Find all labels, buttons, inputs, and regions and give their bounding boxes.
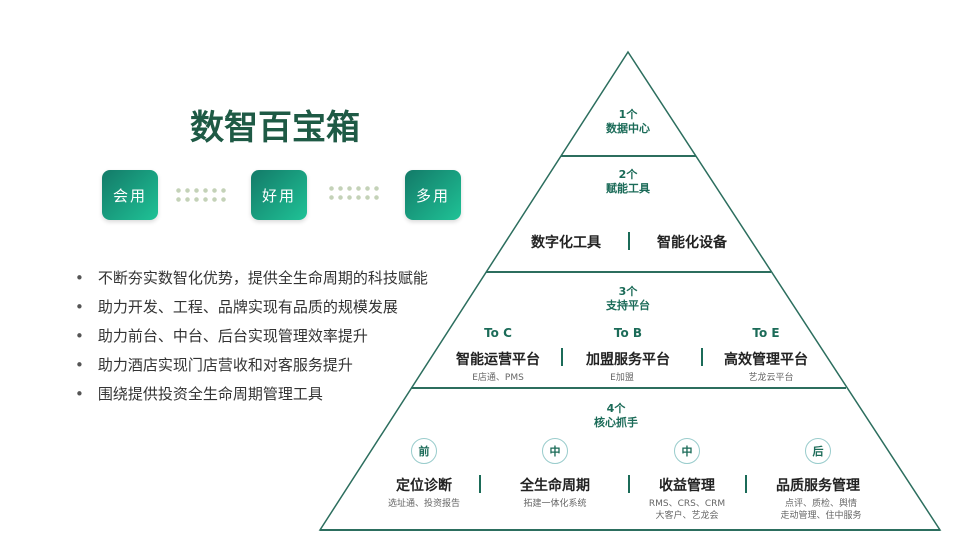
core-sub: 大客户、艺龙会 (655, 511, 719, 521)
bullet-list: 不断夯实数智化优势，提供全生命周期的科技赋能 助力开发、工程、品牌实现有品质的规… (75, 264, 428, 409)
dots-connector (327, 184, 383, 202)
bullet-item: 围绕提供投资全生命周期管理工具 (75, 380, 428, 409)
separator-bar (628, 475, 630, 493)
separator-bar (479, 475, 481, 493)
level4-count: 4个 (606, 402, 626, 415)
platform-sub: E加盟 (610, 373, 634, 383)
core-name: 品质服务管理 (776, 478, 860, 494)
stage-badge: 中 (674, 438, 700, 464)
level3-count: 3个 (618, 285, 638, 298)
stage-badge: 后 (805, 438, 831, 464)
level4-label: 4个 核心抓手 (594, 402, 638, 430)
bullet-item: 不断夯实数智化优势，提供全生命周期的科技赋能 (75, 264, 428, 293)
stage-badge: 中 (542, 438, 568, 464)
level4-name: 核心抓手 (594, 416, 638, 429)
core-name: 收益管理 (659, 478, 715, 494)
core-sub: 选址通、投资报告 (387, 499, 461, 509)
stage-badge: 前 (411, 438, 437, 464)
level1-label: 1个 数据中心 (606, 108, 650, 136)
separator-bar (628, 232, 630, 250)
level3-name: 支持平台 (606, 299, 650, 312)
chip-hui-yong: 会用 (102, 170, 158, 220)
tool-smart-device: 智能化设备 (657, 235, 727, 251)
tool-digital: 数字化工具 (531, 235, 601, 251)
level1-name: 数据中心 (606, 122, 650, 135)
bullet-item: 助力前台、中台、后台实现管理效率提升 (75, 322, 428, 351)
bullet-item: 助力酒店实现门店营收和对客服务提升 (75, 351, 428, 380)
bullet-item: 助力开发、工程、品牌实现有品质的规模发展 (75, 293, 428, 322)
chip-hao-yong: 好用 (251, 170, 307, 220)
platform-name: 加盟服务平台 (586, 352, 670, 368)
core-sub: 拓建一体化系统 (523, 499, 587, 509)
platform-name: 智能运营平台 (456, 352, 540, 368)
level2-name: 赋能工具 (606, 182, 650, 195)
level2-label: 2个 赋能工具 (606, 168, 650, 196)
core-name: 定位诊断 (396, 478, 452, 494)
audience-label: To E (752, 326, 780, 340)
platform-sub: 艺龙云平台 (748, 373, 794, 383)
separator-bar (745, 475, 747, 493)
core-sub: 点评、质检、舆情 (784, 499, 858, 509)
audience-label: To B (613, 326, 643, 340)
audience-label: To C (484, 326, 512, 340)
separator-bar (701, 348, 703, 366)
page-title: 数智百宝箱 (190, 108, 360, 148)
chip-duo-yong: 多用 (405, 170, 461, 220)
platform-name: 高效管理平台 (724, 352, 808, 368)
level2-count: 2个 (618, 168, 638, 181)
dots-connector (174, 186, 230, 204)
separator-bar (561, 348, 563, 366)
level1-count: 1个 (618, 108, 638, 121)
core-sub: 走动管理、住中服务 (780, 511, 862, 521)
level3-label: 3个 支持平台 (606, 285, 650, 313)
core-name: 全生命周期 (520, 478, 590, 494)
platform-sub: E店通、PMS (472, 373, 524, 383)
core-sub: RMS、CRS、CRM (648, 499, 726, 509)
